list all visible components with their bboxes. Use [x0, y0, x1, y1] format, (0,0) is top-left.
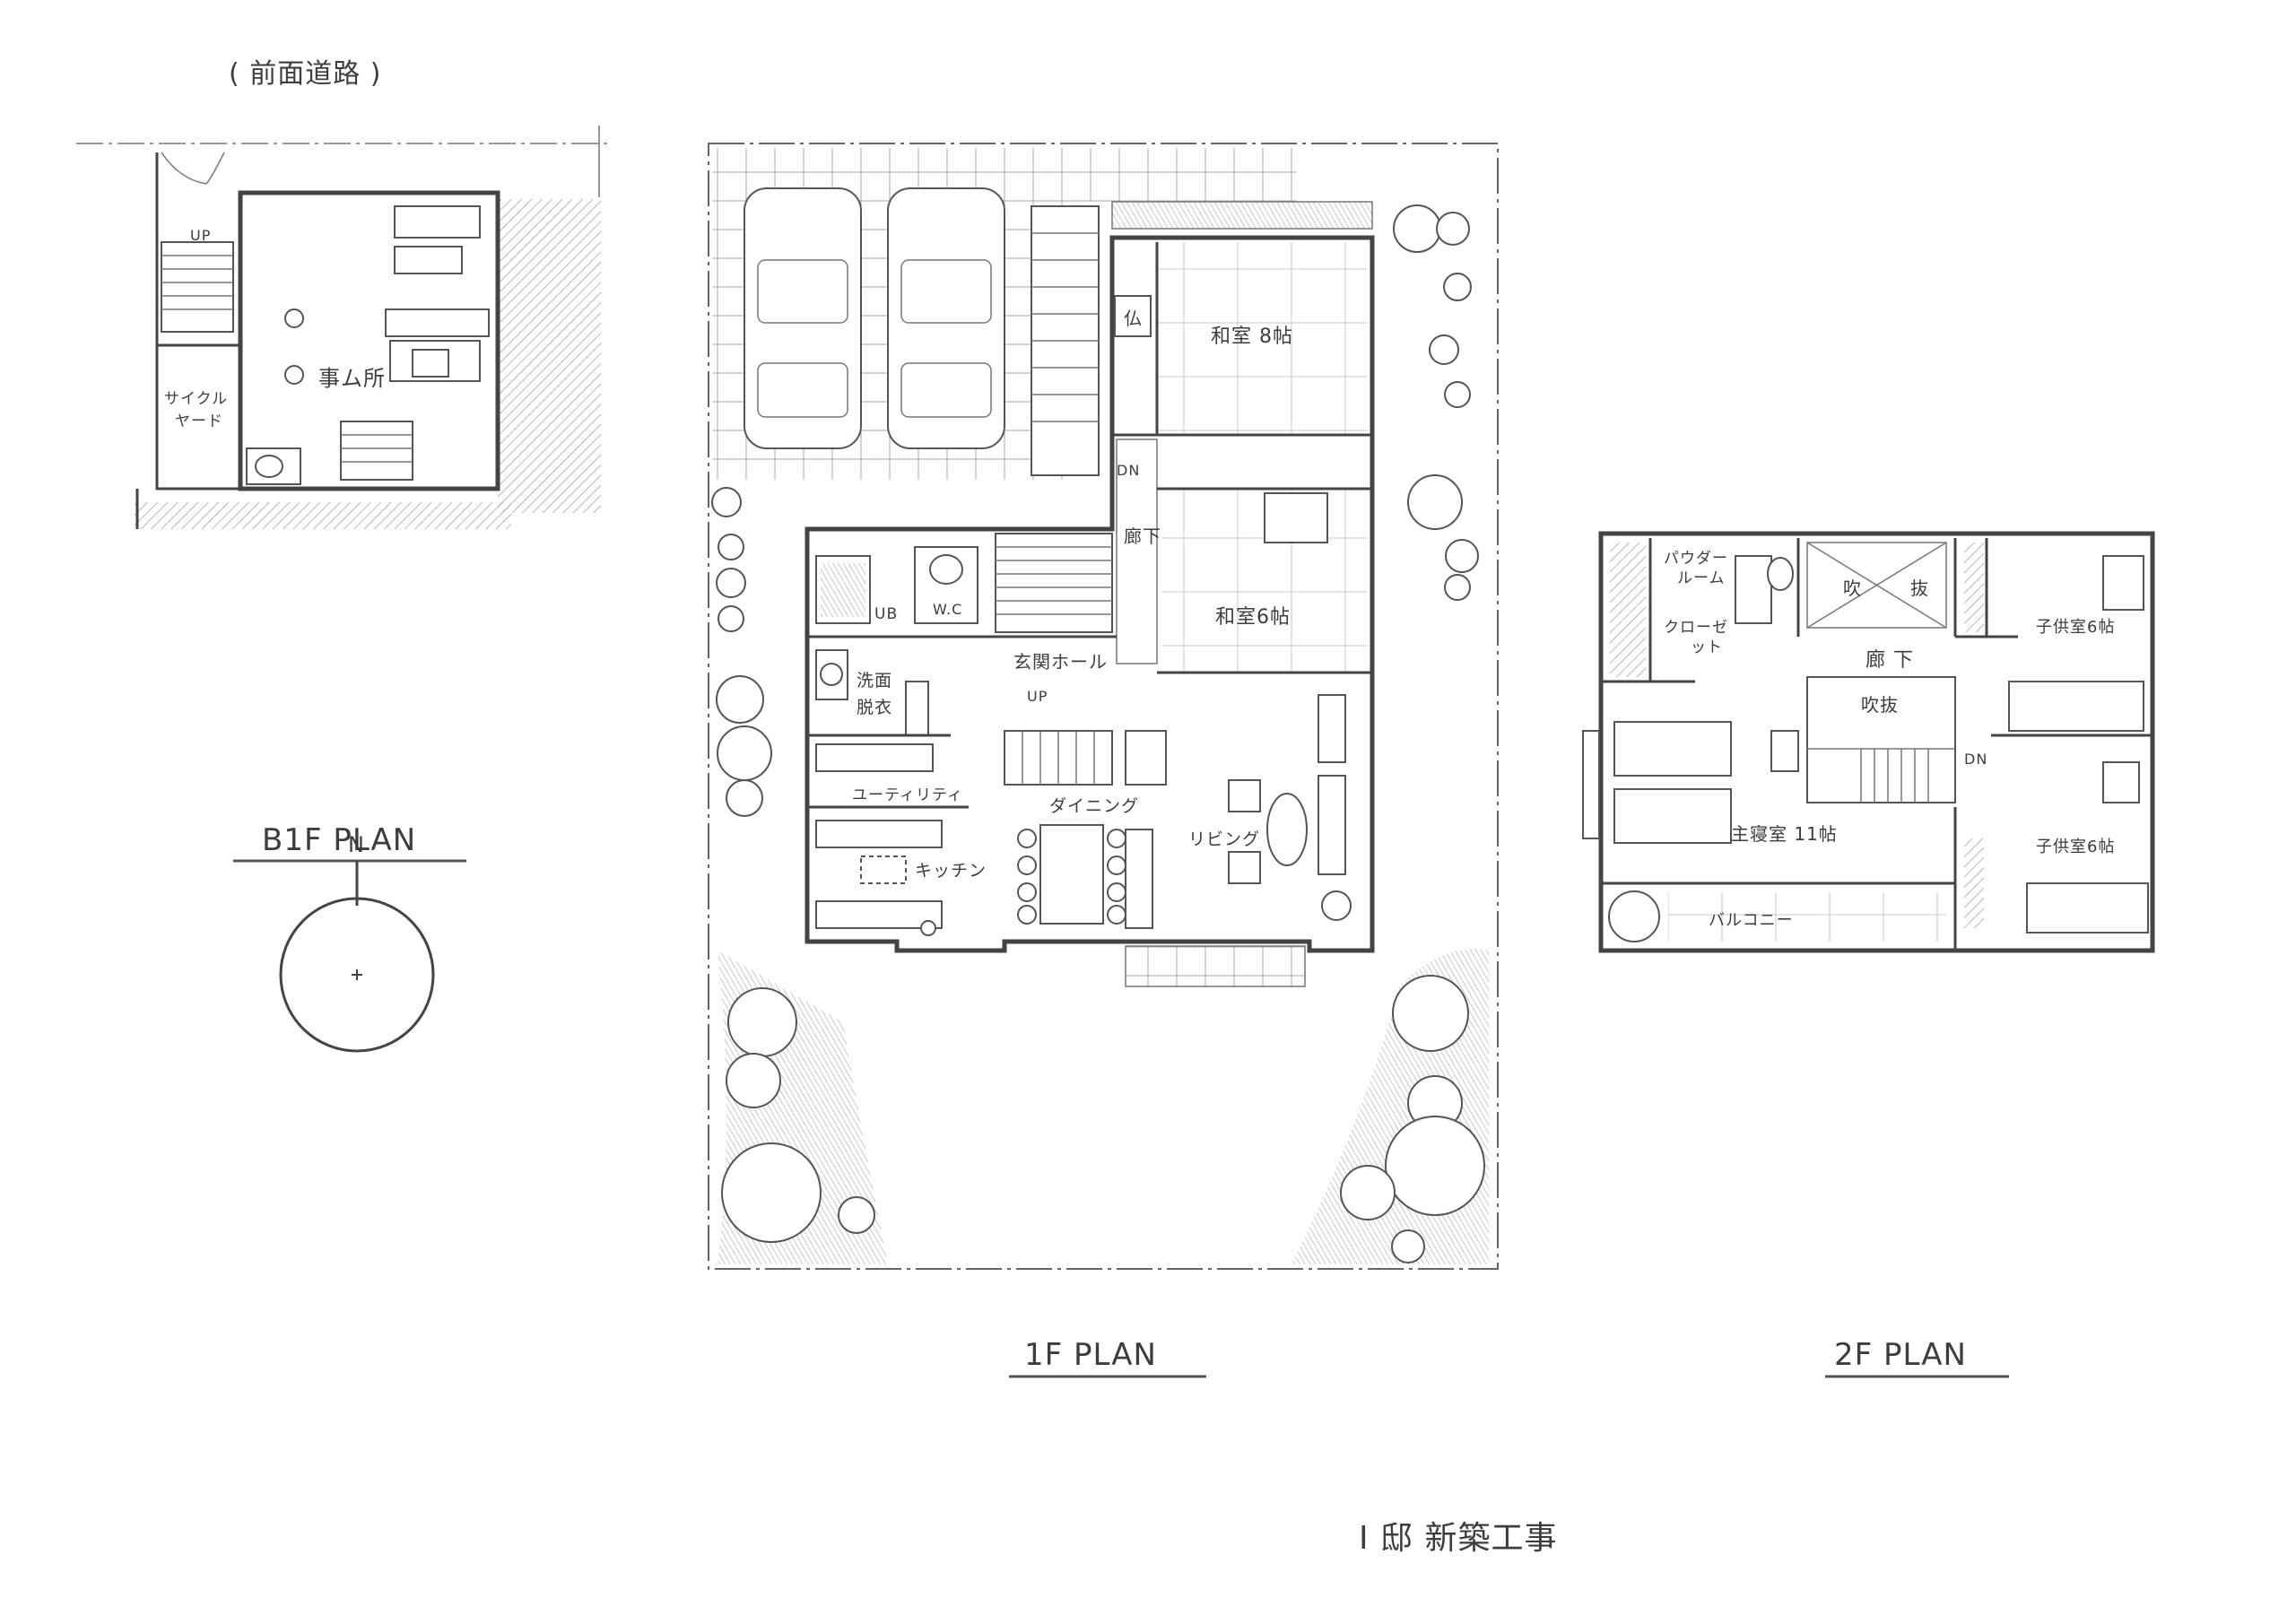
- f1-plan-label: 1F PLAN: [1024, 1337, 1157, 1373]
- b1f-stair-lower: [340, 421, 413, 481]
- f1-up-label: UP: [1027, 688, 1048, 705]
- f1-site-boundary: [708, 143, 1499, 1270]
- bed-child-2: [2026, 882, 2149, 934]
- powder-room-label-1: パウダー: [1664, 550, 1728, 568]
- sofa: [1318, 775, 1346, 875]
- f2-corridor-label: 廊 下: [1866, 649, 1914, 672]
- kitchen-label: キッチン: [915, 861, 987, 881]
- f1-trees: [711, 204, 1479, 817]
- washitsu6-label: 和室6帖: [1215, 606, 1291, 629]
- dining-table: [1039, 824, 1104, 925]
- utility-label: ユーティリティ: [852, 786, 963, 804]
- living-label: リビング: [1188, 829, 1260, 849]
- cycle-yard-label-2: ヤード: [175, 413, 223, 430]
- closet-label-2: ット: [1691, 638, 1723, 656]
- f2-dn-label: DN: [1964, 751, 1987, 768]
- compass: N: [279, 832, 435, 1053]
- road-label: ( 前面道路 ): [229, 58, 381, 90]
- f2-outer-wall: [1598, 531, 2155, 953]
- void-stair-label: 吹抜: [1861, 694, 1899, 716]
- child-room-2-label: 子供室6帖: [2036, 838, 2115, 856]
- f2-plan-label: 2F PLAN: [1834, 1337, 1967, 1373]
- garden-plants: [721, 975, 1485, 1264]
- entrance-stair: [995, 533, 1113, 633]
- ground-hatch: [135, 502, 511, 529]
- closet-label-1: クローゼ: [1664, 619, 1728, 637]
- dining-label: ダイニング: [1049, 796, 1139, 816]
- b1f-plan-label: B1F PLAN: [262, 822, 416, 858]
- f1-corridor-label: 廊下: [1124, 525, 1161, 547]
- washitsu8-room: [1157, 242, 1368, 435]
- f2-stair: [1806, 676, 1956, 803]
- b1f-plan: ( 前面道路 ) UP 事ム所 サイクル ヤード: [76, 58, 610, 863]
- wc-label: W.C: [933, 601, 962, 618]
- bed-child-1: [2008, 681, 2144, 732]
- washitsu8-label: 和室 8帖: [1211, 326, 1293, 348]
- entrance-hall-label: 玄関ホール: [1013, 651, 1108, 673]
- car-left-icon: [744, 187, 862, 449]
- washroom-label-2: 脱衣: [857, 698, 892, 717]
- car-right-icon: [887, 187, 1005, 449]
- project-title: I 邸 新築工事: [1359, 1520, 1558, 1557]
- void-top-label-1: 吹: [1843, 578, 1862, 599]
- butsudan-label: 仏: [1124, 308, 1143, 329]
- bed-master-1: [1613, 721, 1732, 777]
- b1f-up-label: UP: [190, 227, 211, 244]
- cycle-yard-label-1: サイクル: [164, 390, 228, 408]
- compass-north-label: N: [348, 832, 365, 857]
- retaining-wall-hatch: [498, 199, 601, 513]
- void-top: [1806, 542, 1947, 629]
- f1-house-outline: [804, 235, 1375, 953]
- living-table: [1266, 793, 1308, 866]
- master-bedroom-label: 主寝室 11帖: [1731, 823, 1838, 845]
- washroom-label-1: 洗面: [857, 671, 892, 690]
- f2-plan: パウダー ルーム クローゼ ット 吹 抜 廊 下 子供室6帖 吹抜 DN: [1582, 531, 2155, 1378]
- tokonoma: [1264, 492, 1328, 543]
- ub-label: UB: [874, 605, 898, 623]
- balcony-label: バルコニー: [1709, 911, 1794, 930]
- bed-master-2: [1613, 788, 1732, 844]
- child-room-1-label: 子供室6帖: [2036, 618, 2115, 637]
- b1f-stair: [161, 241, 234, 333]
- void-top-label-2: 抜: [1910, 578, 1929, 599]
- office-label: 事ム所: [318, 366, 386, 391]
- f1-plan: 仏 和室 8帖 DN 廊下 和室6帖 UB W.C 玄関ホール 洗面 脱衣: [708, 143, 1499, 1378]
- powder-room-label-2: ルーム: [1677, 569, 1726, 587]
- b1f-outer-wall: [238, 190, 500, 491]
- f1-dn-label: DN: [1117, 462, 1140, 479]
